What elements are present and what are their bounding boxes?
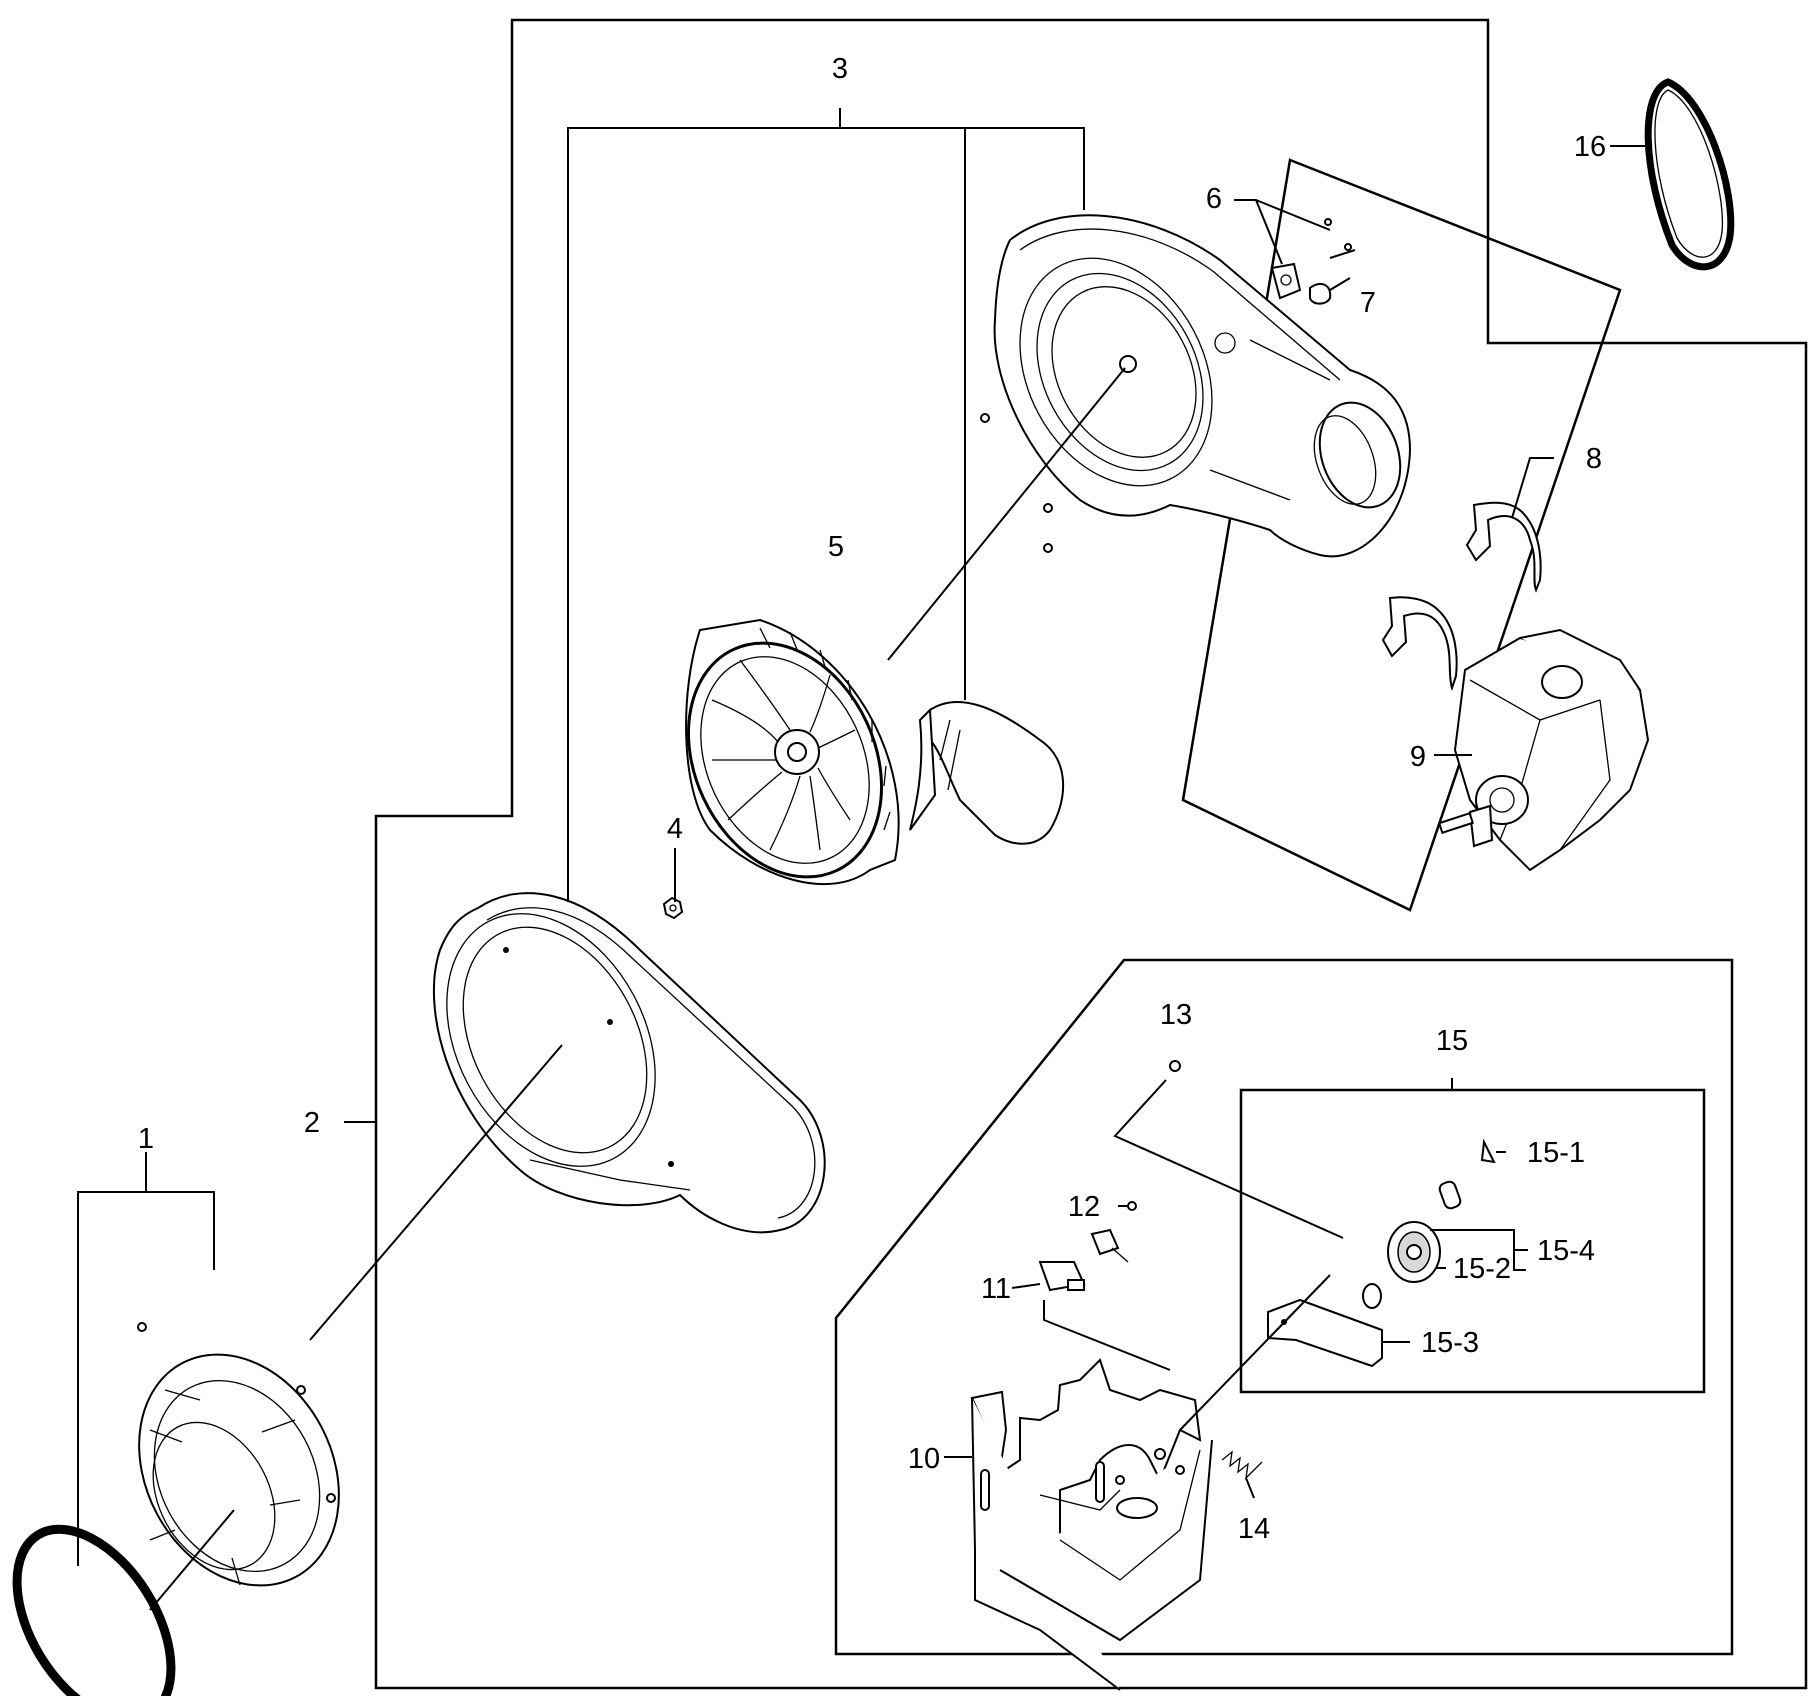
callout-13: 13	[1160, 999, 1192, 1031]
drive-belt	[1644, 78, 1735, 271]
idler-spring	[1221, 1450, 1263, 1480]
callout-4: 4	[667, 813, 683, 845]
motor-group-frame	[1181, 158, 1622, 912]
blower-housing-front	[433, 892, 826, 1234]
pulley-subassembly-frame	[1239, 1088, 1706, 1394]
leader-lines	[77, 108, 1645, 1611]
callout-15-4: 15-4	[1537, 1235, 1595, 1267]
callout-15-2: 15-2	[1453, 1253, 1511, 1285]
pulley-washer	[1362, 1283, 1382, 1309]
actuator-screw	[1127, 1201, 1137, 1211]
fan-nut	[662, 896, 684, 920]
callout-1: 1	[138, 1123, 154, 1155]
retainer-cap	[1480, 1138, 1496, 1164]
blower-duct-front	[12, 1322, 340, 1696]
idler-pulley-assembly	[1267, 1138, 1496, 1368]
callout-10: 10	[908, 1443, 940, 1475]
callout-5: 5	[828, 531, 844, 563]
callout-16: 16	[1574, 131, 1606, 163]
thermostat-switch	[1309, 243, 1352, 305]
callout-15: 15	[1436, 1025, 1468, 1057]
callout-6: 6	[1206, 183, 1222, 215]
callout-8: 8	[1586, 443, 1602, 475]
housing-screws	[980, 413, 1053, 553]
pulley-shaft	[1438, 1180, 1462, 1210]
microswitch	[1038, 1261, 1086, 1292]
blower-housing-rear	[980, 214, 1412, 558]
blower-fan-wheel	[685, 618, 900, 885]
callout-12: 12	[1068, 1191, 1100, 1223]
bracket-screw	[1169, 1060, 1181, 1072]
drive-motor	[1437, 628, 1650, 872]
callout-7: 7	[1360, 287, 1376, 319]
motor-clamp	[1381, 501, 1542, 692]
callout-9: 9	[1410, 741, 1426, 773]
callout-14: 14	[1238, 1513, 1270, 1545]
idler-assembly-frame	[834, 958, 1734, 1656]
callout-3: 3	[832, 53, 848, 85]
callout-labels: 1 2 3 4 5 6 7 8 9 10 11 12 13 14 15 15-1…	[138, 53, 1606, 1545]
callout-15-3: 15-3	[1421, 1327, 1479, 1359]
callout-2: 2	[304, 1107, 320, 1139]
callout-15-1: 15-1	[1527, 1137, 1585, 1169]
idler-bracket	[970, 1358, 1213, 1691]
air-duct-piece	[909, 701, 1065, 845]
idler-arm	[1267, 1298, 1383, 1368]
main-assembly-frame	[374, 18, 1808, 1690]
switch-actuator	[1090, 1228, 1129, 1263]
switch-bracket	[1270, 218, 1332, 300]
callout-11: 11	[981, 1273, 1011, 1305]
